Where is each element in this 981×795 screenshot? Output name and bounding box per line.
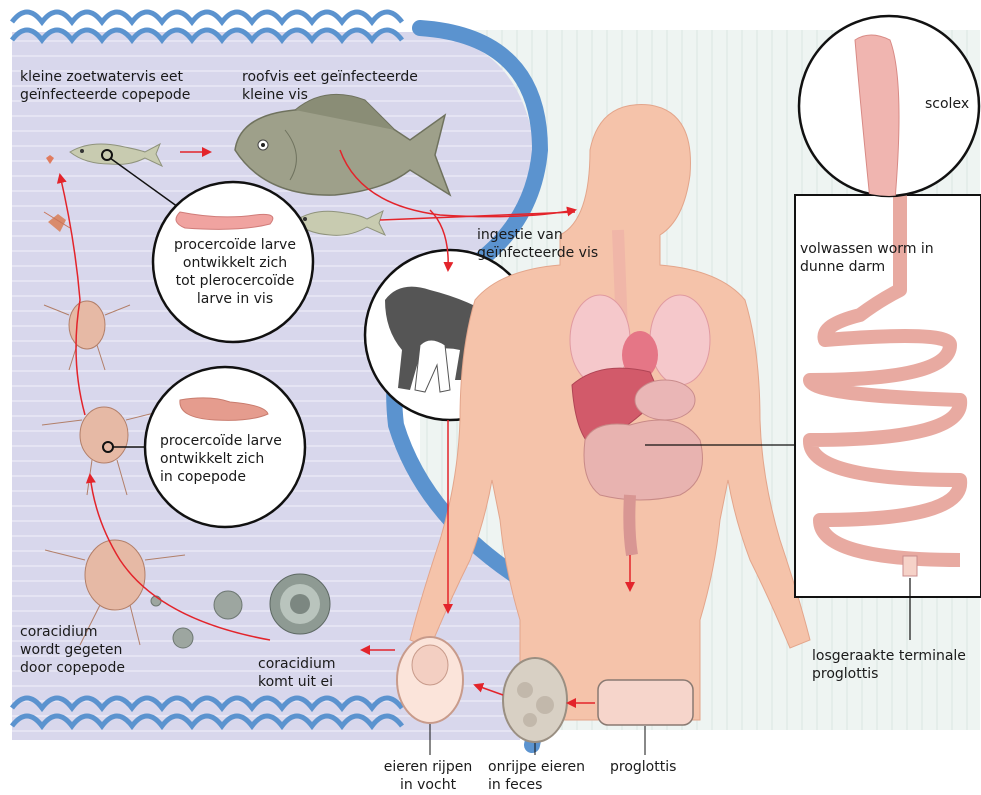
label-line: coracidium [258, 655, 335, 673]
label-line: ontwikkelt zich [160, 254, 310, 272]
label-adult-worm: volwassen worm in dunne darm [800, 240, 934, 276]
label-line: coracidium [20, 623, 125, 641]
label-line: door copepode [20, 659, 125, 677]
coracidium-large [270, 574, 330, 634]
label-line: kleine vis [242, 86, 418, 104]
label-coracidium-eaten: coracidium wordt gegeten door copepode [20, 623, 125, 677]
lung-right [650, 295, 710, 385]
immature-egg [503, 658, 567, 742]
label-line: larve in vis [160, 290, 310, 308]
detached-proglottid [903, 556, 917, 576]
label-detached-proglottis: losgeraakte terminale proglottis [812, 647, 966, 683]
label-line: in copepode [160, 468, 282, 486]
label-line: dunne darm [800, 258, 934, 276]
label-line: ingestie van [477, 226, 598, 244]
label-ingestion: ingestie van geïnfecteerde vis [477, 226, 598, 262]
label-line: proglottis [812, 665, 966, 683]
label-line: losgeraakte terminale [812, 647, 966, 665]
label-predator-eats-fish: roofvis eet geïnfecteerde kleine vis [242, 68, 418, 104]
label-small-fish-eats-copepod: kleine zoetwatervis eet geïnfecteerde co… [20, 68, 190, 104]
mature-egg [397, 637, 463, 723]
label-line: kleine zoetwatervis eet [20, 68, 190, 86]
label-line: roofvis eet geïnfecteerde [242, 68, 418, 86]
proglottis-segment [598, 680, 693, 725]
label-line: eieren rijpen [358, 758, 498, 776]
label-proglottis: proglottis [610, 758, 676, 776]
label-line: komt uit ei [258, 673, 335, 691]
label-line: scolex [925, 95, 969, 113]
label-line: proglottis [610, 758, 676, 776]
label-line: tot plerocercoïde [160, 272, 310, 290]
label-line: volwassen worm in [800, 240, 934, 258]
label-line: wordt gegeten [20, 641, 125, 659]
stomach [635, 380, 695, 420]
label-line: onrijpe eieren [488, 758, 585, 776]
label-line: in feces [488, 776, 585, 794]
label-plerocercoid: procercoïde larve ontwikkelt zich tot pl… [160, 236, 310, 308]
label-line: ontwikkelt zich [160, 450, 282, 468]
label-line: procercoïde larve [160, 236, 310, 254]
label-scolex: scolex [925, 95, 969, 113]
label-line: in vocht [358, 776, 498, 794]
label-eggs-in-water: eieren rijpen in vocht [358, 758, 498, 794]
label-line: geïnfecteerde copepode [20, 86, 190, 104]
label-coracidium-hatches: coracidium komt uit ei [258, 655, 335, 691]
label-line: procercoïde larve [160, 432, 282, 450]
label-line: geïnfecteerde vis [477, 244, 598, 262]
label-procercoid: procercoïde larve ontwikkelt zich in cop… [160, 432, 282, 486]
label-eggs-in-feces: onrijpe eieren in feces [488, 758, 585, 794]
intestines [584, 420, 703, 500]
rectum [629, 495, 632, 555]
